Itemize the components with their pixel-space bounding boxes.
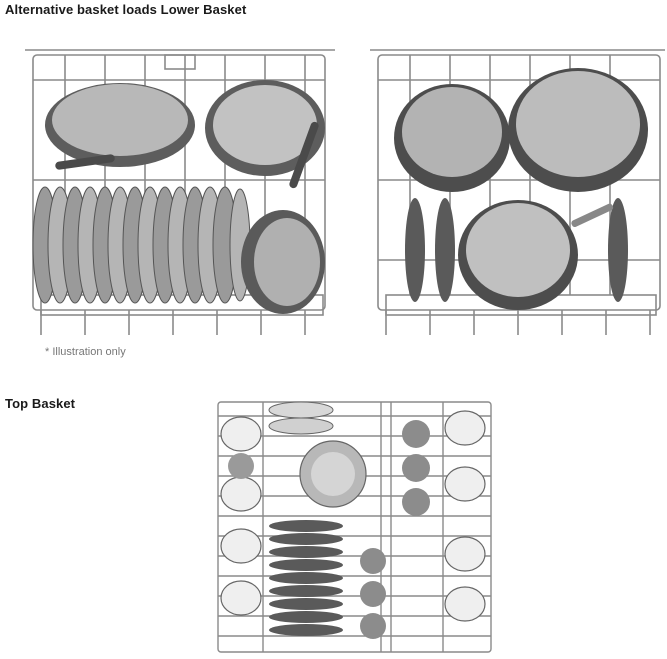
saucepan	[458, 200, 614, 310]
lids	[405, 198, 628, 302]
lower-basket-heading: Alternative basket loads Lower Basket	[5, 2, 247, 17]
top-basket-illustration	[217, 401, 492, 653]
top-basket-heading: Top Basket	[5, 396, 76, 411]
glasses	[228, 420, 430, 639]
frying-pan	[205, 80, 325, 189]
saucers	[269, 520, 343, 636]
casserole-pot	[394, 84, 510, 192]
cups	[444, 410, 486, 622]
saucepan	[241, 210, 325, 314]
bowls	[268, 401, 367, 508]
lower-basket-illustration-2	[370, 49, 665, 335]
basket-rack	[217, 401, 492, 653]
frying-pan	[45, 83, 195, 170]
cups	[220, 416, 262, 616]
plates	[32, 186, 251, 304]
lower-basket-illustration-1	[25, 49, 335, 335]
casserole-pot	[508, 68, 648, 192]
illustration-note: * Illustration only	[45, 346, 126, 358]
